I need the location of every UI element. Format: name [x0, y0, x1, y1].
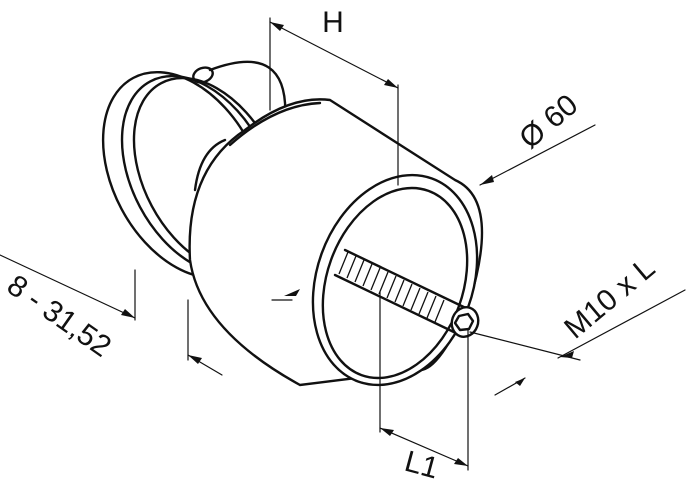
thread-label: M10 x L	[558, 251, 661, 345]
diameter-label: Ø 60	[513, 88, 584, 155]
neck	[193, 138, 227, 192]
bolt-thread	[338, 251, 445, 323]
dimension-diameter: Ø 60	[479, 88, 596, 186]
front-face-inner	[321, 186, 469, 380]
height-label: H	[322, 6, 344, 39]
threaded-bolt	[333, 248, 480, 338]
hex-socket	[453, 312, 475, 332]
thread-length-label: L1	[401, 445, 442, 486]
flange-hole	[192, 66, 214, 84]
dimension-h: H	[269, 6, 399, 186]
